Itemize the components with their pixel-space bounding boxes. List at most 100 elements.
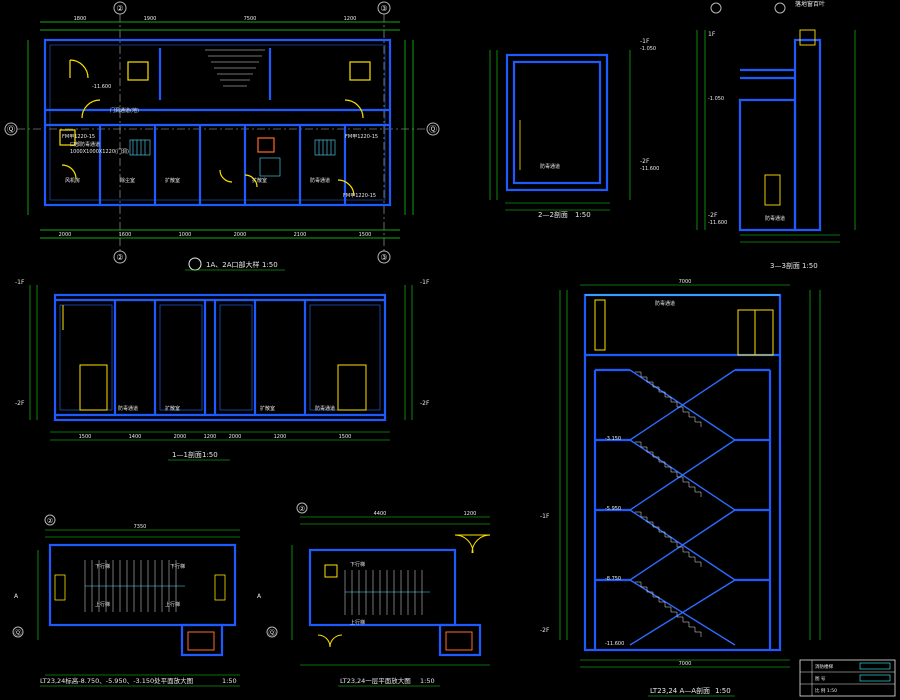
axis-label-top-left: ② <box>116 4 123 13</box>
section-3-3-level-4: -11.600 <box>708 220 727 226</box>
room-label-2: 扩散室 <box>165 177 180 184</box>
axis-label-side-right: Ⓠ <box>429 125 437 134</box>
axis-label-side-left: Ⓠ <box>7 125 15 134</box>
plan-lt-label-2: 下行梯 <box>170 563 185 570</box>
section-aa-elev-2: -5.950 <box>605 506 621 512</box>
plan-lt-fire-box <box>187 631 215 651</box>
axis-bubble-bottom-left <box>113 250 127 264</box>
title-block-row-1: 消防楼梯 <box>815 663 833 670</box>
plan-lt1-axis-label: ② <box>299 505 305 513</box>
plan-lt1-label-2: 上行梯 <box>350 619 365 626</box>
plan-lt-axis-bubble <box>44 514 56 526</box>
note-3: 1000X1000X1220(门洞) <box>70 148 129 155</box>
plan-lt1-dim-1: 4400 <box>374 511 387 517</box>
section-1-1-dim-7: 1500 <box>339 434 352 440</box>
section-3-3-axis-bubble <box>710 2 722 14</box>
plan-lt1-fire-box <box>445 631 473 651</box>
title-block-row-2: 图 号 <box>815 676 826 682</box>
door-label-1: FM甲1220-15 <box>62 134 95 140</box>
section-2-2-level-1: -1F <box>640 38 650 45</box>
section-1-1-scale: 1:50 <box>202 451 218 459</box>
section-3-3-level-1: 1F <box>708 31 716 38</box>
plan-lt-label-4: 上行梯 <box>165 601 180 608</box>
plan-lt-axis-label: ② <box>47 517 53 525</box>
plan-lt-side-bubble <box>12 626 24 638</box>
axis-label-top-right: ③ <box>380 4 387 13</box>
section-3-3-room: 防毒通道 <box>765 215 785 222</box>
note-2: 口部防毒通道 <box>70 141 100 148</box>
door-label-3: FM甲1220-15 <box>343 193 376 199</box>
dim-bottom-5: 2100 <box>294 232 307 238</box>
section-aa-elev-3: -8.750 <box>605 576 621 582</box>
section-a-a: 7000 7000 <box>540 279 821 697</box>
section-aa-elev-1: -3.150 <box>605 436 621 442</box>
plan-lt-label-1: 下行梯 <box>95 563 110 570</box>
section-1-1-room-1: 防毒通道 <box>118 405 138 412</box>
plan-lt1-label-1: 下行梯 <box>350 561 365 568</box>
dim-top-2: 1900 <box>144 16 157 22</box>
section-aa-title: LT23,24 A—A剖面 <box>650 686 710 695</box>
section-2-2-level-3: -2F <box>640 158 650 165</box>
plan-lt1-dim-2: 1200 <box>464 511 477 517</box>
section-1-1-dim-2: 1400 <box>129 434 142 440</box>
section-2-2-level-2: -1.050 <box>640 46 656 52</box>
plan-lt-label-3: 上行梯 <box>95 601 110 608</box>
room-label-3: 扩散室 <box>252 177 267 184</box>
axis-label-bottom-left: ② <box>116 253 123 262</box>
section-3-3-title: 3—3剖面 <box>770 261 800 270</box>
axis-bubble-side-right <box>426 122 440 136</box>
section-2-2-title: 2—2剖面 <box>538 210 568 219</box>
dim-bottom-3: 1000 <box>179 232 192 238</box>
section-1-1-room-3: 扩散室 <box>260 405 275 412</box>
section-aa-elev-4: -11.600 <box>605 641 624 647</box>
section-3-3-top-label: 落地窗百叶 <box>795 0 825 8</box>
plan-1a2a: ② ③ ② ③ Ⓠ Ⓠ 1800 1900 7500 1200 2000 <box>4 1 440 271</box>
dim-bottom-1: 2000 <box>59 232 72 238</box>
plan-lt-side-label: Ⓠ <box>15 629 22 637</box>
plan-lt1-title: LT23,24一层平面放大图 <box>340 676 411 685</box>
section-1-1-level-right-2: -2F <box>420 400 430 407</box>
section-aa-dim-bottom: 7000 <box>679 661 692 667</box>
section-2-2-level-4: -11.600 <box>640 166 659 172</box>
section-1-1-room-4: 防毒通道 <box>315 405 335 412</box>
plan-lt-first-floor: ② Ⓠ 4400 1200 <box>266 502 491 687</box>
section-1-1-dim-4: 1200 <box>204 434 217 440</box>
section-2-2-scale: 1:50 <box>575 211 591 219</box>
plan-lt1-scale: 1:50 <box>420 677 435 685</box>
section-3-3-level-2: -1.050 <box>708 96 724 102</box>
plan-lt1-side-bubble <box>266 626 278 638</box>
section-3-3: 落地窗百叶 1F -1.050 -2F -11.600 防毒通道 3—3剖面 1… <box>696 0 856 270</box>
plan-lt1-axis-bubble <box>296 502 308 514</box>
plan-lt-scale: 1:50 <box>222 677 237 685</box>
plan-lt-title: LT23,24标高-8.750、-5.950、-3.150处平面放大图 <box>40 676 193 685</box>
section-3-3-axis-bubble-2 <box>774 2 786 14</box>
dim-bottom-6: 1500 <box>359 232 372 238</box>
section-1-1-dim-3: 2000 <box>174 434 187 440</box>
section-1-1-dim-1: 1500 <box>79 434 92 440</box>
room-label-1: 风机房 <box>65 177 80 184</box>
section-2-2: -1F -1.050 -2F -11.600 防毒通道 2—2剖面 1:50 <box>489 38 659 219</box>
dim-top-3: 7500 <box>244 16 257 22</box>
axis-label-bottom-right: ③ <box>380 253 387 262</box>
axis-bubble-bottom-right <box>377 250 391 264</box>
plan-lt-dim-top: 7350 <box>134 524 147 530</box>
section-1-1-title: 1—1剖面 <box>172 450 202 459</box>
section-aa-level-left-2: -2F <box>540 627 550 634</box>
plan-lt-side-mark-right: A <box>257 593 262 600</box>
door-label-2: FM甲1220-15 <box>345 134 378 140</box>
note-1: 门洞通道(地) <box>110 107 139 114</box>
section-aa-top-label: 防毒通道 <box>655 300 675 307</box>
dim-top-4: 1200 <box>344 16 357 22</box>
title-block-row-3: 比 例 1:50 <box>815 687 837 694</box>
section-aa-level-left-1: -1F <box>540 513 550 520</box>
dim-bottom-4: 2000 <box>234 232 247 238</box>
room-label-4: 除尘室 <box>120 177 135 184</box>
plan-1a2a-title: 1A、2A口部大样 <box>206 260 259 269</box>
section-1-1: -1F -2F -1F -2F 防毒通道 扩散室 扩散室 防毒通道 1500 1… <box>15 279 430 461</box>
section-2-2-room: 防毒通道 <box>540 163 560 170</box>
plan-lt-side-mark-left: A <box>14 593 19 600</box>
section-3-3-level-3: -2F <box>708 212 718 219</box>
section-3-3-scale: 1:50 <box>802 262 818 270</box>
note-4: -11.600 <box>92 84 111 90</box>
